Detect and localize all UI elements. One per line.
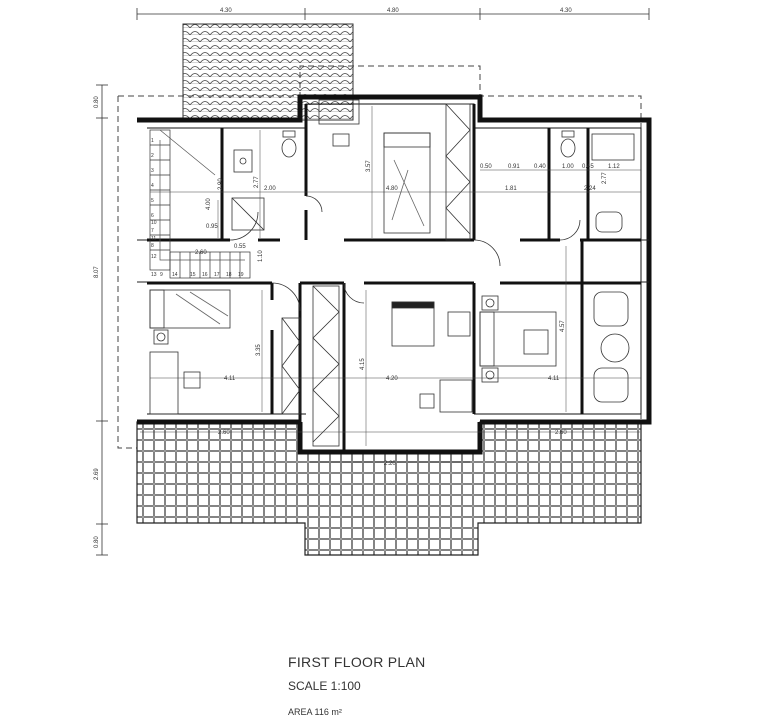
dim-left-1: 0.80 <box>94 96 100 108</box>
svg-text:4.00: 4.00 <box>206 198 212 210</box>
svg-text:4.80: 4.80 <box>386 186 398 192</box>
svg-text:0.40: 0.40 <box>534 164 546 170</box>
toilet-icon <box>281 130 576 158</box>
plan-title: FIRST FLOOR PLAN <box>288 654 426 670</box>
svg-text:13: 13 <box>151 272 157 278</box>
dim-left-3: 2.69 <box>94 468 100 480</box>
svg-text:2.60: 2.60 <box>195 250 207 256</box>
svg-text:2.77: 2.77 <box>254 176 260 188</box>
svg-text:2.90: 2.90 <box>218 178 224 190</box>
svg-text:0.45: 0.45 <box>582 164 594 170</box>
svg-text:0.55: 0.55 <box>234 244 246 250</box>
svg-text:2: 2 <box>151 153 154 159</box>
svg-text:1.81: 1.81 <box>505 186 517 192</box>
svg-text:8: 8 <box>151 243 154 249</box>
svg-text:2.60: 2.60 <box>555 430 567 436</box>
staircase <box>149 129 251 279</box>
svg-text:4.15: 4.15 <box>360 358 366 370</box>
svg-text:1: 1 <box>151 138 154 144</box>
svg-text:19: 19 <box>238 272 244 278</box>
svg-text:3.35: 3.35 <box>256 344 262 356</box>
svg-text:14: 14 <box>172 272 178 278</box>
internal-dimension-lines <box>140 106 641 463</box>
svg-text:18: 18 <box>226 272 232 278</box>
svg-text:0.50: 0.50 <box>480 164 492 170</box>
dim-top-1: 4.30 <box>220 8 232 14</box>
stair-step-numbers: 1 2 3 4 5 6 7 8 9 10 11 12 13 14 15 16 1… <box>151 138 244 278</box>
svg-text:4.11: 4.11 <box>548 376 560 382</box>
svg-text:11: 11 <box>151 236 156 242</box>
svg-text:3.57: 3.57 <box>366 160 372 172</box>
dim-left-2: 8.07 <box>94 266 100 278</box>
svg-text:6: 6 <box>151 213 154 219</box>
svg-text:1.12: 1.12 <box>608 164 620 170</box>
svg-text:9: 9 <box>160 272 163 278</box>
svg-text:17: 17 <box>214 272 220 278</box>
svg-text:4: 4 <box>151 183 154 189</box>
svg-text:16: 16 <box>202 272 208 278</box>
svg-text:1.00: 1.00 <box>562 164 574 170</box>
svg-text:2.60: 2.60 <box>218 430 230 436</box>
svg-text:0.91: 0.91 <box>508 164 520 170</box>
svg-text:4.57: 4.57 <box>560 320 566 332</box>
plan-area: AREA 116 m² <box>288 707 342 717</box>
svg-text:15: 15 <box>190 272 196 278</box>
svg-text:3: 3 <box>151 168 154 174</box>
window-marks <box>137 239 649 283</box>
svg-text:1.10: 1.10 <box>258 250 264 262</box>
svg-text:7: 7 <box>151 228 154 234</box>
roof-outline <box>117 65 642 449</box>
svg-text:10: 10 <box>151 220 157 226</box>
svg-text:4.11: 4.11 <box>224 376 236 382</box>
bed-icon <box>149 132 557 367</box>
svg-text:2.24: 2.24 <box>584 186 596 192</box>
dim-top-3: 4.30 <box>560 8 572 14</box>
svg-text:5: 5 <box>151 198 154 204</box>
armchair-icon <box>593 291 630 403</box>
top-dimension <box>136 8 650 20</box>
wardrobes <box>281 103 471 447</box>
left-dimension <box>96 84 108 556</box>
roof-tile-area <box>182 23 354 121</box>
sink-icon <box>233 149 253 173</box>
desk-icon <box>149 99 473 415</box>
svg-text:4.20: 4.20 <box>386 376 398 382</box>
svg-text:2.20: 2.20 <box>384 461 396 467</box>
plan-scale: SCALE 1:100 <box>288 679 361 693</box>
interior-walls <box>147 104 641 452</box>
door-swings <box>229 195 581 312</box>
nightstand-icon <box>153 295 499 383</box>
svg-text:2.00: 2.00 <box>264 186 276 192</box>
dim-left-4: 0.80 <box>94 536 100 548</box>
svg-text:2.77: 2.77 <box>602 172 608 184</box>
terrace <box>136 421 642 556</box>
dim-top-2: 4.80 <box>387 8 399 14</box>
room-dimensions: 2.90 2.77 2.00 3.57 4.80 0.50 0.91 0.40 … <box>195 160 620 467</box>
svg-text:12: 12 <box>151 254 157 260</box>
shower-icon <box>231 133 635 233</box>
svg-text:0.95: 0.95 <box>206 224 218 230</box>
